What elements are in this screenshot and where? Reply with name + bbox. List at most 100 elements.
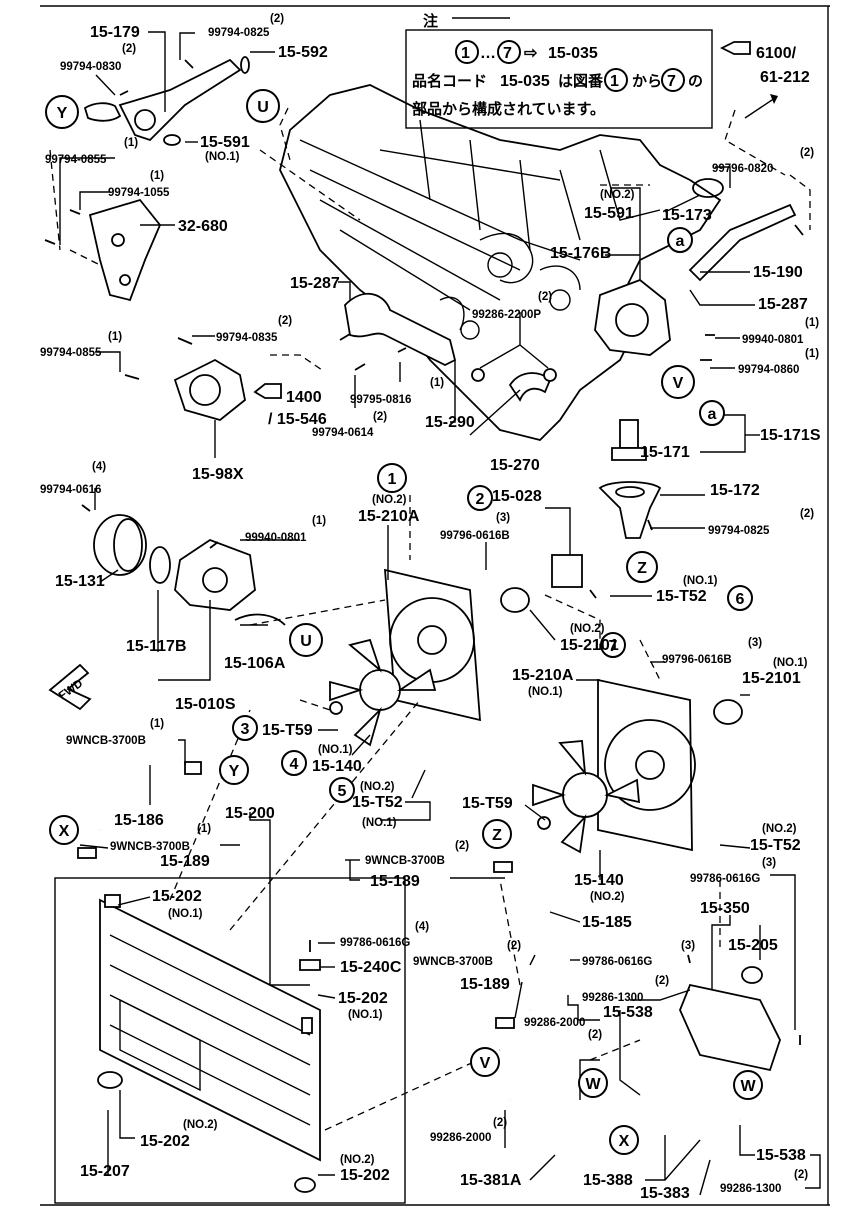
part-label-l8: 32-680 [178, 218, 228, 235]
part-label-l54: 15-T52 [750, 837, 801, 854]
clamp-z [493, 861, 513, 873]
hose-15-270 [471, 368, 557, 402]
part-label-l3: 99794-0830 [60, 61, 121, 73]
fwd-arrow: FWD [48, 663, 92, 711]
part-label-l61: 15-350 [700, 900, 750, 917]
qty-label-l6: (1) [124, 137, 138, 149]
part-label-l45: 15-140 [312, 758, 362, 775]
part-label-l23: 15-290 [425, 414, 475, 431]
part-label-l63: 99786-0616G [340, 937, 410, 949]
part-label-l55: 99786-0616G [690, 873, 760, 885]
part-label-l7: 99794-1055 [108, 187, 170, 199]
dashed-leaders [49, 107, 811, 1131]
ref-6100: 6100/ 61-212 [719, 41, 810, 119]
callout-c4: 4 [281, 750, 307, 776]
callout-text-c7: 7 [609, 638, 618, 655]
part-label-l50: 15-200 [225, 805, 275, 822]
callout-text-cV2: V [480, 1055, 491, 1072]
callout-c5: 5 [329, 777, 355, 803]
part-label-l33: 15-028 [492, 488, 542, 505]
callout-circle-cU1 [246, 89, 280, 123]
part-label-l69: 15-202 [338, 990, 388, 1007]
part-label-l42: 15-2101 [742, 670, 801, 687]
qty-label-l54: (NO.2) [762, 823, 797, 835]
callout-cX1: X [49, 815, 79, 845]
callout-c7: 7 [600, 632, 626, 658]
qty-label-l36: (NO.2) [570, 623, 605, 635]
callout-c3: 3 [232, 715, 258, 741]
qty-label-l55: (3) [762, 857, 776, 869]
callout-cV1: V [661, 365, 695, 399]
callout-text-cW1: W [585, 1076, 601, 1093]
callout-text-cU1: U [257, 99, 269, 116]
part-label-l58: 15-140 [574, 872, 624, 889]
qty-label-l80: (2) [794, 1169, 808, 1181]
part-label-l70: 15-538 [603, 1004, 653, 1021]
qty-label-l10: (NO.2) [600, 189, 635, 201]
callout-circle-c2 [467, 485, 493, 511]
note-line2-from: 1 [610, 73, 619, 90]
water-pump-15-010S [81, 504, 286, 626]
part-label-l68: 99286-1300 [582, 992, 643, 1004]
part-label-l37: 15-131 [55, 573, 105, 590]
callout-c6: 6 [727, 585, 753, 611]
part-label-l75: 15-381A [460, 1172, 522, 1189]
qty-label-l5: (NO.1) [205, 151, 240, 163]
callout-circle-c6 [727, 585, 753, 611]
leader-lines [59, 31, 821, 1196]
thermostat-housing-15-98X [124, 337, 246, 421]
note-heading: 注 [423, 12, 438, 30]
qty-label-l31: (1) [312, 515, 326, 527]
svg-text:…: … [480, 45, 496, 62]
part-label-l64: 15-240C [340, 959, 402, 976]
water-pipe-15-290 [339, 293, 457, 371]
part-label-l11: 15-173 [662, 207, 712, 224]
note-callout-from: 1 [461, 45, 470, 62]
part-label-l76: 15-202 [340, 1167, 390, 1184]
callout-text-cX2: X [619, 1133, 630, 1150]
part-label-l72: 15-202 [140, 1133, 190, 1150]
callout-text-cY2: Y [229, 763, 240, 780]
part-label-l17: 99940-0801 [742, 334, 804, 346]
fan-15-140-no2 [532, 740, 641, 854]
callout-c2: 2 [467, 485, 493, 511]
note-box: 注 1 … 7 ⇨ 15-035 品名コード 15-035 は図番 1 から 7… [405, 12, 713, 129]
callout-text-ca1: a [676, 233, 685, 250]
callout-circle-cW2 [733, 1070, 763, 1100]
part-label-l5: 15-591 [200, 134, 250, 151]
callout-circle-c4 [281, 750, 307, 776]
fan-shroud-no2 [384, 568, 530, 722]
callout-cU1: U [246, 89, 280, 123]
part-label-l16: 99286-2200P [472, 309, 541, 321]
qty-label-l43: (NO.1) [528, 686, 563, 698]
callout-ca2: a [699, 400, 725, 426]
qty-label-l16: (2) [538, 291, 552, 303]
relay-15-028 [551, 554, 597, 599]
callout-circle-c3 [232, 715, 258, 741]
callout-text-cX1: X [59, 823, 70, 840]
qty-label-l56: (2) [455, 840, 469, 852]
callout-cY1: Y [45, 95, 79, 129]
part-label-l44: 15-T59 [262, 722, 313, 739]
qty-label-l74: (2) [493, 1117, 507, 1129]
qty-label-l69: (NO.1) [348, 1009, 383, 1021]
part-label-l26: 15-171S [760, 427, 821, 444]
qty-label-l63: (4) [415, 921, 429, 933]
qty-label-l59: (NO.1) [168, 908, 203, 920]
part-label-l36: 15-2101 [560, 637, 619, 654]
qty-label-l76: (NO.2) [340, 1154, 375, 1166]
callout-circle-c1 [377, 463, 407, 493]
reservoir-15-350 [679, 954, 801, 1072]
callout-circle-cY1 [45, 95, 79, 129]
callout-circle-ca1 [667, 227, 693, 253]
qty-label-l58: (NO.2) [590, 891, 625, 903]
part-label-l27: 15-171 [640, 444, 690, 461]
part-label-l1: 99794-0825 [208, 27, 270, 39]
part-label-l31: 99940-0801 [245, 532, 307, 544]
callout-text-c5: 5 [338, 783, 347, 800]
part-label-l77: 15-388 [583, 1172, 633, 1189]
callout-text-c4: 4 [290, 756, 299, 773]
part-label-l80: 99286-1300 [720, 1183, 781, 1195]
part-label-l73: 15-207 [80, 1163, 130, 1180]
part-label-l78: 15-383 [640, 1185, 690, 1202]
